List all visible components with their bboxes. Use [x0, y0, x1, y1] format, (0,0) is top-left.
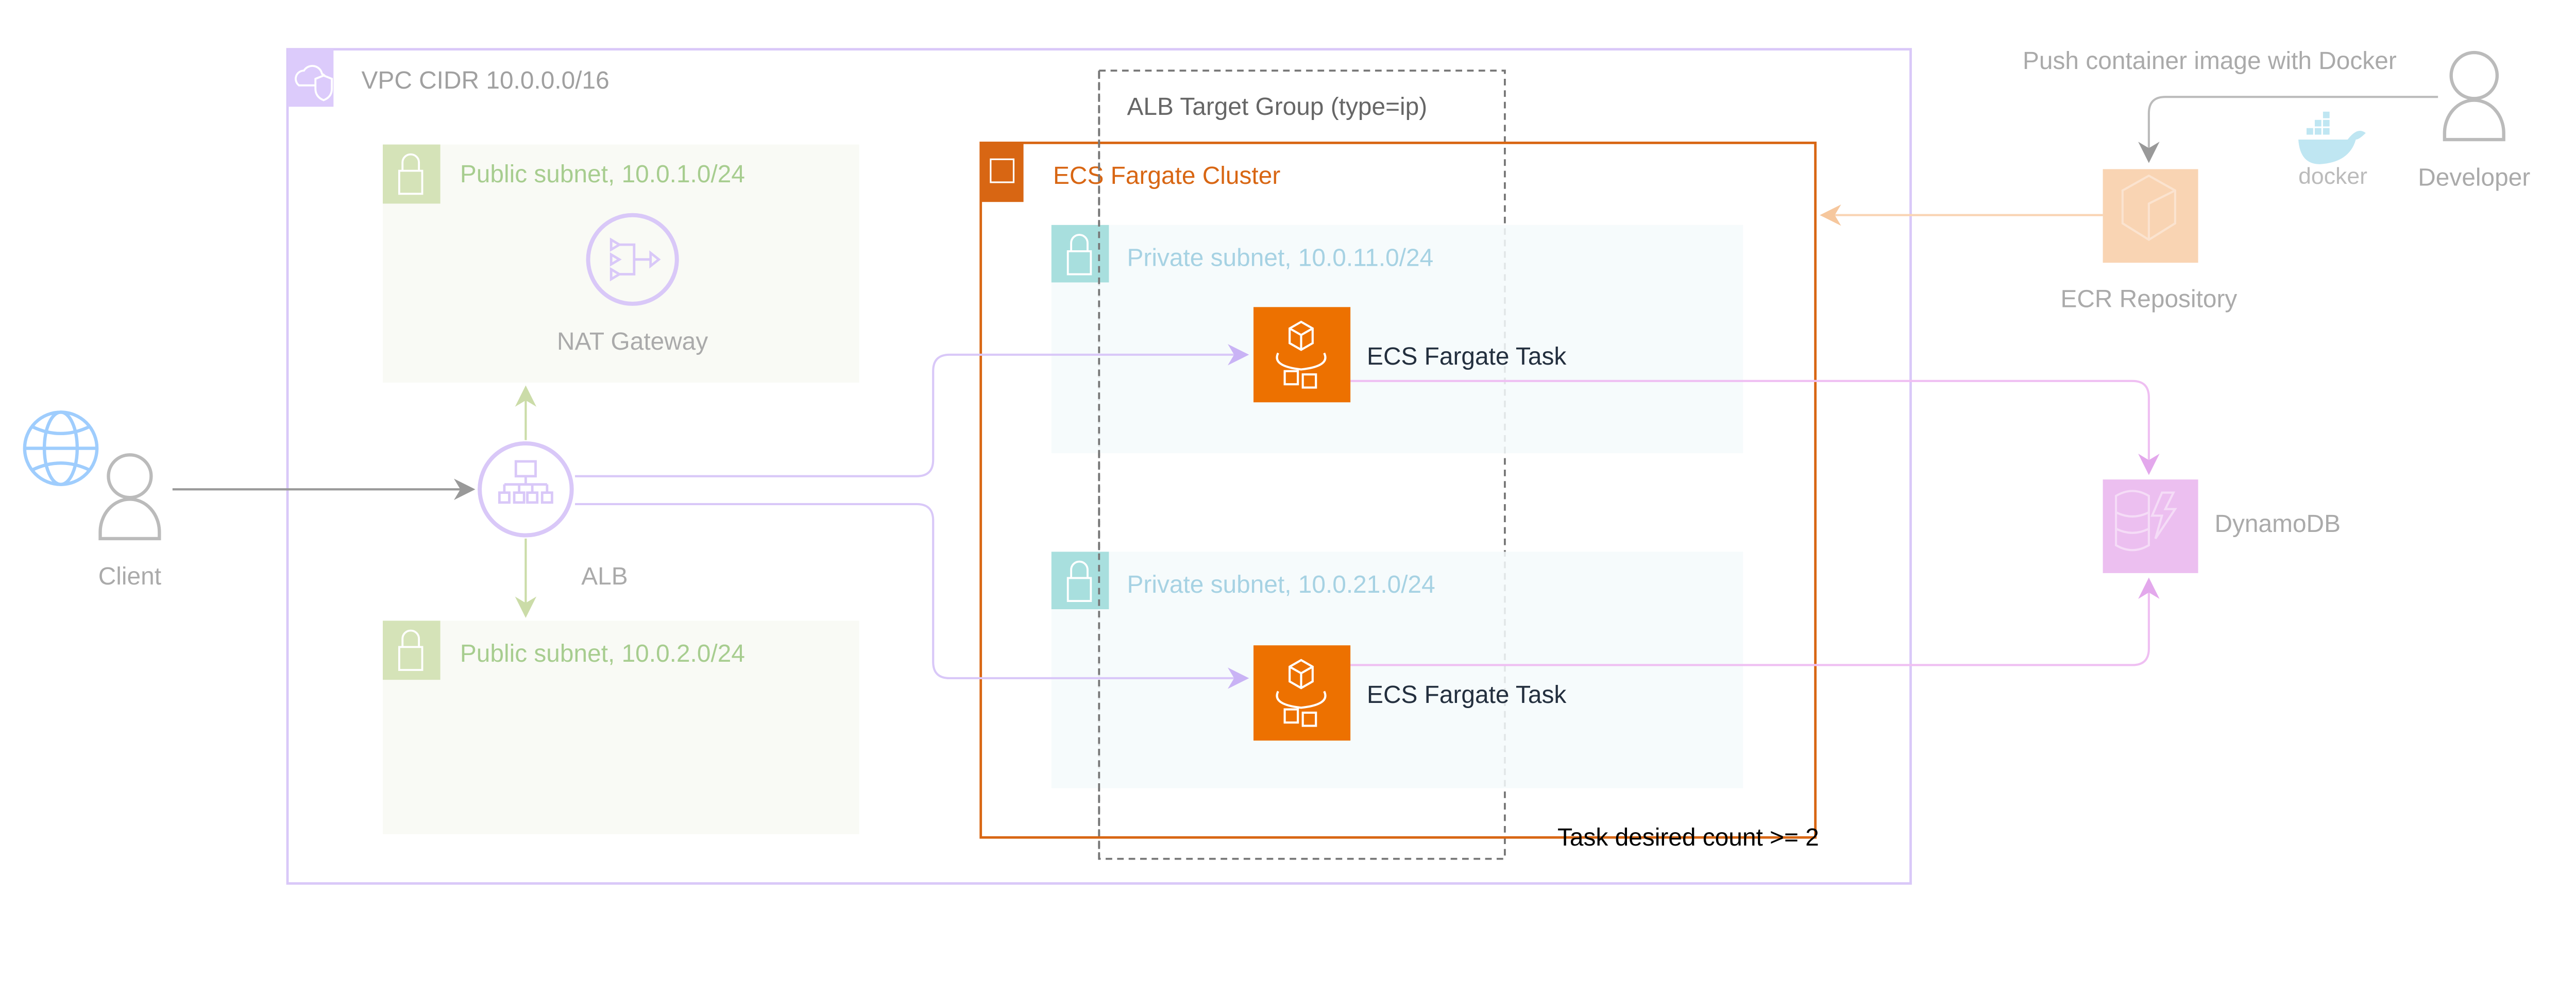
nat-gateway[interactable]: NAT Gateway — [557, 213, 708, 355]
alb-label: ALB — [581, 563, 628, 590]
public-subnet-2-label: Public subnet, 10.0.2.0/24 — [460, 640, 745, 667]
public-subnet-2[interactable]: Public subnet, 10.0.2.0/24 — [382, 621, 859, 834]
dynamodb-icon — [2103, 479, 2198, 573]
task-2-label: ECS Fargate Task — [1367, 681, 1566, 709]
globe-icon — [23, 410, 99, 486]
user-icon — [2443, 50, 2505, 142]
task-2-to-dynamodb-arrow — [1350, 577, 2160, 666]
push-image-label: Push container image with Docker — [2023, 47, 2397, 75]
chip-icon — [980, 143, 1024, 202]
public-subnet-1[interactable]: Public subnet, 10.0.1.0/24 — [382, 144, 859, 383]
vpc-cloud-shield-icon — [287, 49, 334, 107]
private-subnet-1-label: Private subnet, 10.0.11.0/24 — [1127, 245, 1433, 272]
docker-logo: docker — [2298, 111, 2367, 189]
ecs-task-1[interactable]: ECS Fargate Task — [1253, 307, 1566, 403]
task-1-to-dynamodb-arrow — [1350, 380, 2160, 475]
ecs-cluster[interactable]: ECS Fargate Cluster — [979, 142, 1817, 839]
public-subnet-1-label: Public subnet, 10.0.1.0/24 — [460, 161, 745, 188]
developer-to-ecr-arrow — [2138, 96, 2438, 163]
private-subnet-1[interactable]: Private subnet, 10.0.11.0/24 — [1051, 225, 1743, 454]
cluster-label: ECS Fargate Cluster — [1053, 162, 1280, 190]
nat-gateway-icon — [586, 213, 679, 306]
client-label: Client — [98, 563, 161, 590]
dynamodb[interactable]: DynamoDB — [2103, 479, 2341, 573]
ecr-repository[interactable]: ECR Repository — [2060, 169, 2237, 313]
alb[interactable]: ALB — [478, 441, 628, 590]
target-group-label: ALB Target Group (type=ip) — [1127, 93, 1427, 121]
client[interactable]: Client — [23, 410, 161, 590]
private-subnet-2[interactable]: Private subnet, 10.0.21.0/24 — [1051, 552, 1743, 788]
alb-to-task-1-arrow — [575, 344, 1249, 477]
docker-label: docker — [2298, 164, 2367, 189]
dynamodb-label: DynamoDB — [2214, 510, 2341, 538]
task-1-label: ECS Fargate Task — [1367, 343, 1566, 370]
developer[interactable]: Developer — [2418, 50, 2530, 191]
alb-to-task-2-arrow — [575, 503, 1249, 689]
private-subnet-2-label: Private subnet, 10.0.21.0/24 — [1127, 571, 1435, 598]
task-desired-count-note: Task desired count >= 2 — [1557, 824, 1819, 851]
nat-gateway-label: NAT Gateway — [557, 328, 708, 355]
user-icon — [98, 453, 161, 541]
developer-label: Developer — [2418, 164, 2530, 191]
load-balancer-icon — [478, 441, 574, 538]
architecture-diagram: VPC CIDR 10.0.0.0/16 Public subnet, 10.0… — [23, 47, 2530, 885]
ecr-label: ECR Repository — [2060, 285, 2237, 313]
vpc-label: VPC CIDR 10.0.0.0/16 — [362, 67, 609, 94]
ecs-task-2[interactable]: ECS Fargate Task — [1253, 645, 1566, 741]
ecr-icon — [2103, 169, 2198, 263]
vpc-group[interactable]: VPC CIDR 10.0.0.0/16 — [286, 48, 1912, 885]
